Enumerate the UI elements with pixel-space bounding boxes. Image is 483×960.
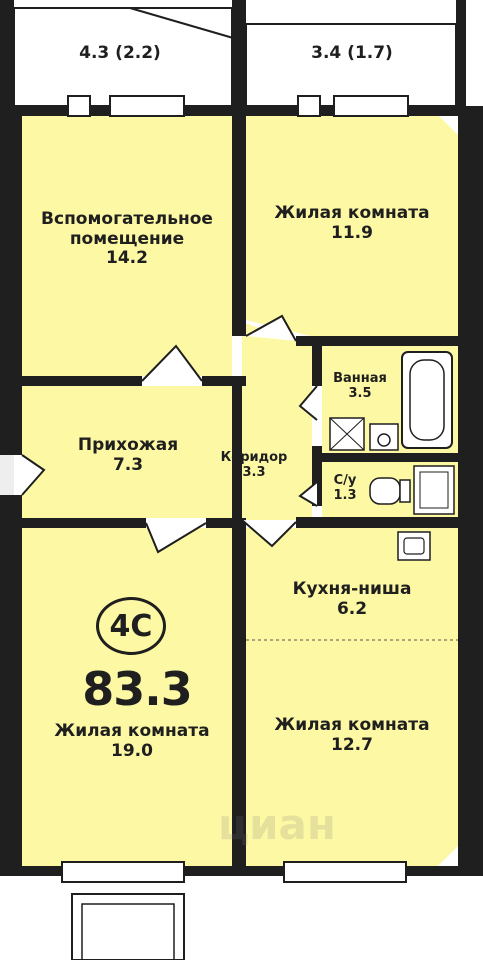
kitchen-sink-icon: [397, 531, 431, 561]
bathroom-area: 3.5: [348, 385, 372, 401]
corridor-area: 3.3: [242, 464, 266, 480]
kitchen-label: Кухня-ниша 6.2: [246, 579, 458, 619]
apartment-type-badge: 4С: [96, 597, 166, 655]
toilet-icon: [369, 477, 401, 505]
living-bottom-left-area: 19.0: [111, 740, 153, 761]
washer-icon: [413, 465, 455, 515]
bathroom-name: Ванная: [333, 371, 387, 386]
living-top-label: Жилая комната 11.9: [246, 203, 458, 243]
hallway-floor: [22, 386, 232, 518]
hallway-area: 7.3: [112, 454, 144, 475]
living-bottom-right-name: Жилая комната: [274, 715, 430, 735]
kitchen-area: 6.2: [336, 598, 368, 619]
living-bottom-right-area: 12.7: [331, 734, 373, 755]
living-top-floor: [246, 115, 458, 338]
auxiliary-room-area: 14.2: [106, 248, 148, 269]
wc-label: С/у 1.3: [322, 473, 368, 504]
kitchen-living-floor: [246, 528, 458, 866]
bathtub-icon: [401, 351, 453, 449]
living-top-area: 11.9: [331, 222, 373, 243]
living-top-name: Жилая комната: [274, 203, 430, 223]
auxiliary-room-name-2: помещение: [69, 228, 185, 249]
living-bottom-left-name: Жилая комната: [54, 721, 210, 741]
balcony-left-area: 4.3 (2.2): [79, 43, 161, 63]
watermark-logo: циан: [218, 800, 336, 849]
balcony-left: [13, 7, 233, 107]
auxiliary-room-label: Вспомогательное помещение 14.2: [22, 209, 232, 269]
balcony-right-area: 3.4 (1.7): [311, 43, 393, 63]
wc-name: С/у: [333, 473, 357, 488]
apartment-total-area: 83.3: [82, 662, 193, 716]
corridor-name: Коридор: [220, 450, 288, 465]
corridor-label: Коридор 3.3: [212, 450, 296, 481]
living-bottom-left-label: Жилая комната 19.0: [22, 721, 242, 761]
living-bottom-right-label: Жилая комната 12.7: [246, 715, 458, 755]
kitchen-name: Кухня-ниша: [292, 579, 412, 599]
balcony-right: [245, 23, 457, 107]
hallway-label: Прихожая 7.3: [48, 435, 208, 475]
auxiliary-room-name-1: Вспомогательное: [41, 209, 213, 229]
wc-area: 1.3: [333, 487, 357, 503]
hallway-name: Прихожая: [77, 435, 179, 455]
corridor-floor: [242, 322, 312, 520]
bathroom-label: Ванная 3.5: [322, 371, 398, 402]
living-bottom-left-floor: [22, 528, 232, 866]
bottom-balcony: [71, 893, 185, 960]
auxiliary-room-floor: [22, 115, 232, 376]
